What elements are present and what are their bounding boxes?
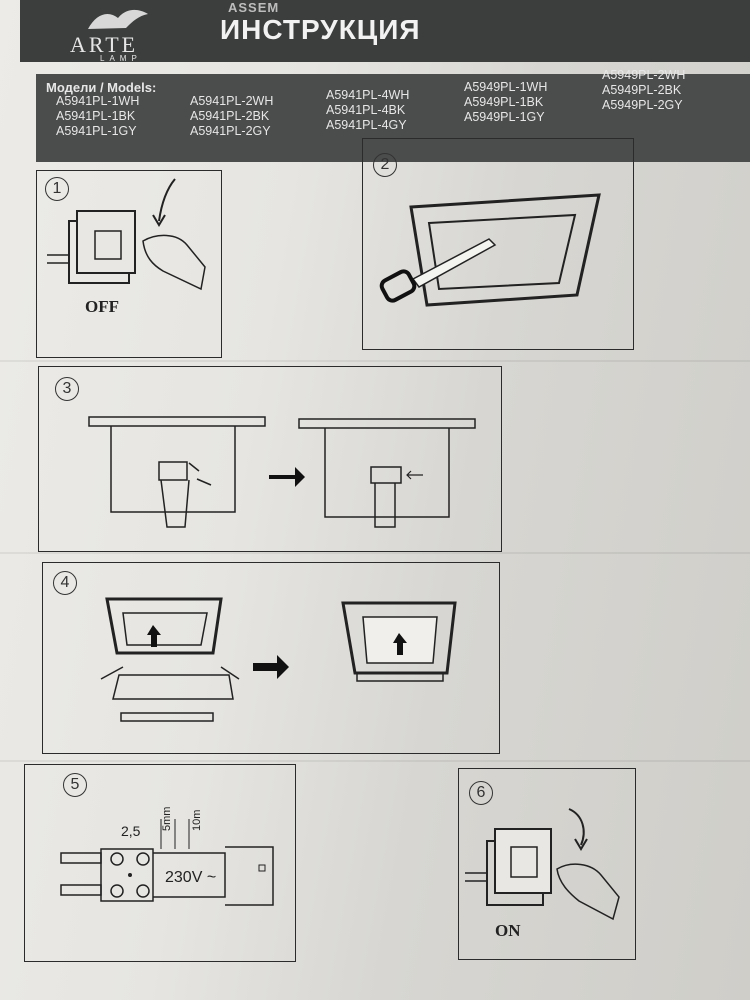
step-6-panel: 6 ON	[458, 768, 636, 960]
off-label: OFF	[85, 297, 119, 316]
wiring-terminal-illustration	[60, 819, 274, 906]
step-number: 2	[373, 153, 397, 177]
model-code: A5949PL-2GY	[602, 98, 683, 112]
paper-fold	[0, 760, 750, 762]
logo-subtext: LAMP	[100, 54, 142, 63]
switch-off-illustration	[47, 178, 206, 291]
models-column: A5941PL-4WH A5941PL-4BK A5941PL-4GY	[326, 88, 409, 133]
model-code: A5949PL-2WH	[602, 68, 686, 82]
model-code: A5949PL-1GY	[464, 110, 545, 124]
griffin-icon	[88, 9, 148, 29]
brand-logo: ARTE LAMP	[58, 4, 188, 64]
model-code: A5949PL-2BK	[602, 83, 682, 97]
step-number: 5	[63, 773, 87, 797]
paper-fold	[0, 552, 750, 554]
step-number: 4	[53, 571, 77, 595]
model-code: A5941PL-1GY	[56, 124, 137, 138]
step-number: 6	[469, 781, 493, 805]
voltage-label: 230V ~	[165, 869, 217, 886]
step-4-panel: 4	[42, 562, 500, 754]
model-code: A5941PL-4BK	[326, 103, 406, 117]
model-code: A5949PL-1WH	[464, 80, 548, 94]
models-list: Модели / Models: A5941PL-1WH A5941PL-1BK…	[36, 68, 750, 162]
spring-clip-illustration	[88, 416, 476, 528]
models-column: A5949PL-1WH A5949PL-1BK A5949PL-1GY	[464, 80, 547, 125]
model-code: A5941PL-4WH	[326, 88, 410, 102]
model-code: A5941PL-2WH	[190, 94, 274, 108]
model-code: A5949PL-1BK	[464, 95, 544, 109]
models-column: A5941PL-1WH A5941PL-1BK A5941PL-1GY	[56, 94, 139, 139]
step-2-panel: 2	[362, 138, 634, 350]
step-number: 3	[55, 377, 79, 401]
model-code: A5941PL-1BK	[56, 109, 136, 123]
panel-install-illustration	[100, 597, 457, 722]
paper-fold	[0, 360, 750, 362]
switch-on-illustration	[465, 808, 620, 921]
step-number: 1	[45, 177, 69, 201]
logo-text: ARTE	[70, 32, 139, 57]
assembly-label: ASSEM	[228, 0, 280, 15]
model-code: A5941PL-1WH	[56, 94, 140, 108]
header-bar: ARTE LAMP ASSEM ИНСТРУКЦИЯ	[20, 0, 750, 64]
model-code: A5941PL-4GY	[326, 118, 407, 132]
models-column: A5949PL-2WH A5949PL-2BK A5949PL-2GY	[602, 68, 685, 113]
on-label: ON	[495, 921, 521, 940]
models-column: A5941PL-2WH A5941PL-2BK A5941PL-2GY	[190, 94, 273, 139]
step-1-panel: 1 OFF	[36, 170, 222, 358]
page-title: ИНСТРУКЦИЯ	[220, 14, 421, 45]
model-code: A5941PL-2GY	[190, 124, 271, 138]
model-code: A5941PL-2BK	[190, 109, 270, 123]
wire-gauge-label: 2,5	[121, 823, 141, 839]
ceiling-cutout-illustration	[379, 193, 601, 307]
step-5-panel: 5 2,5 5mm 10m 230V ~	[24, 764, 296, 962]
step-3-panel: 3	[38, 366, 502, 552]
models-label: Модели / Models:	[46, 80, 157, 95]
